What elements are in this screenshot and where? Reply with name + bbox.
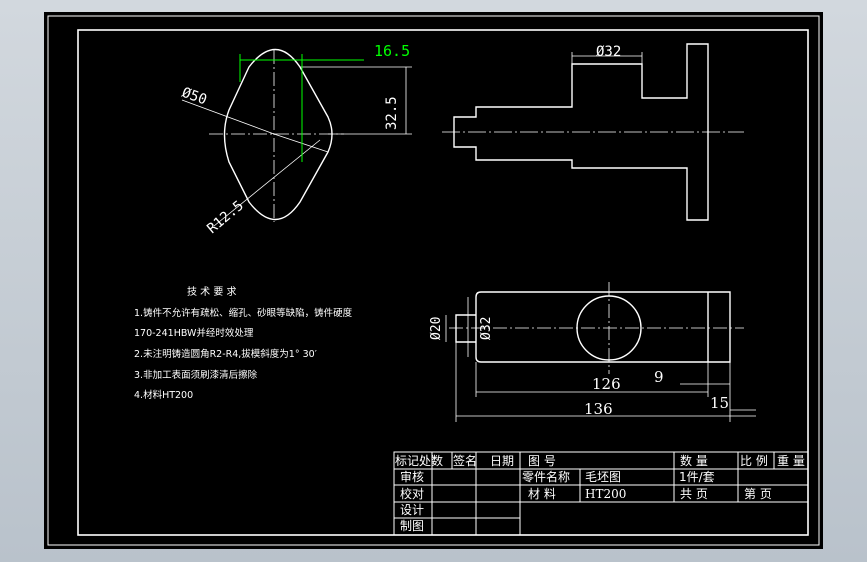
dim-16-5 xyxy=(239,54,364,162)
diameter-leader xyxy=(181,99,275,135)
front-view xyxy=(445,282,756,422)
tb-zhongliang: 重 量 xyxy=(777,454,805,468)
tb-part-name-value: 毛坯图 xyxy=(585,470,621,484)
tb-bili: 比 例 xyxy=(740,454,768,468)
front-dim-d32-text: Ø32 xyxy=(479,317,494,340)
tb-material-value: HT200 xyxy=(585,487,626,501)
tb-jiaodui: 校对 xyxy=(400,486,424,501)
tb-sheji: 设计 xyxy=(400,503,424,517)
front-view-outline xyxy=(455,291,731,363)
drawing-canvas[interactable]: 16.5 32.5 Ø50 R12.5 Ø32 Ø20 Ø32 126 9 13… xyxy=(44,12,823,549)
notes-title: 技 术 要 求 xyxy=(187,285,237,298)
front-dim-15-text: 15 xyxy=(710,394,729,412)
tb-qty-value: 1件/套 xyxy=(679,470,715,484)
outer-border xyxy=(47,15,820,546)
notes-line-2: 170-241HBW并经时效处理 xyxy=(134,327,254,339)
notes-line-1: 1.铸件不允许有疏松、缩孔、砂眼等缺陷，铸件硬度 xyxy=(134,307,353,319)
tb-sheet-no: 第 页 xyxy=(744,487,772,501)
side-view xyxy=(442,43,744,221)
front-dim-126-text: 126 xyxy=(592,375,621,393)
drawing-svg: 16.5 32.5 Ø50 R12.5 Ø32 Ø20 Ø32 126 9 13… xyxy=(47,15,820,546)
side-view-outline xyxy=(453,43,709,221)
notes-line-5: 4.材料HT200 xyxy=(134,389,193,401)
front-dim-9-text: 9 xyxy=(654,368,664,386)
tb-shenhe: 审核 xyxy=(400,469,424,484)
tb-zhitu: 制图 xyxy=(400,519,424,533)
tb-chushu: 处数 xyxy=(419,453,443,468)
notes-line-4: 3.非加工表面须刷漆清后擦除 xyxy=(134,369,258,381)
dim-32-5-text: 32.5 xyxy=(384,96,400,130)
side-dim-d32-text: Ø32 xyxy=(596,44,621,60)
tb-total-pages: 共 页 xyxy=(680,487,708,501)
front-dim-136-text: 136 xyxy=(584,400,613,418)
dim-r12-5-text: R12.5 xyxy=(204,198,247,237)
dim-d50-text: Ø50 xyxy=(180,85,209,109)
tb-biaoji: 标记 xyxy=(395,454,419,468)
tb-qianming: 签名 xyxy=(453,453,477,468)
dim-16-5-text: 16.5 xyxy=(374,42,410,60)
tb-shuliang: 数 量 xyxy=(680,453,708,468)
tb-part-name-label: 零件名称 xyxy=(522,469,570,484)
diameter-leader-2 xyxy=(273,133,329,153)
title-block xyxy=(393,451,809,536)
top-view xyxy=(181,49,412,227)
front-dim-d20-text: Ø20 xyxy=(429,317,444,340)
tb-tuhao: 图 号 xyxy=(528,454,556,468)
title-block-frame xyxy=(393,451,809,536)
top-view-outline xyxy=(223,49,333,220)
tb-riqi: 日期 xyxy=(490,454,514,468)
notes-line-3: 2.未注明铸造圆角R2-R4,拔模斜度为1° 30′ xyxy=(134,348,317,360)
tb-material-label: 材 料 xyxy=(528,487,556,501)
